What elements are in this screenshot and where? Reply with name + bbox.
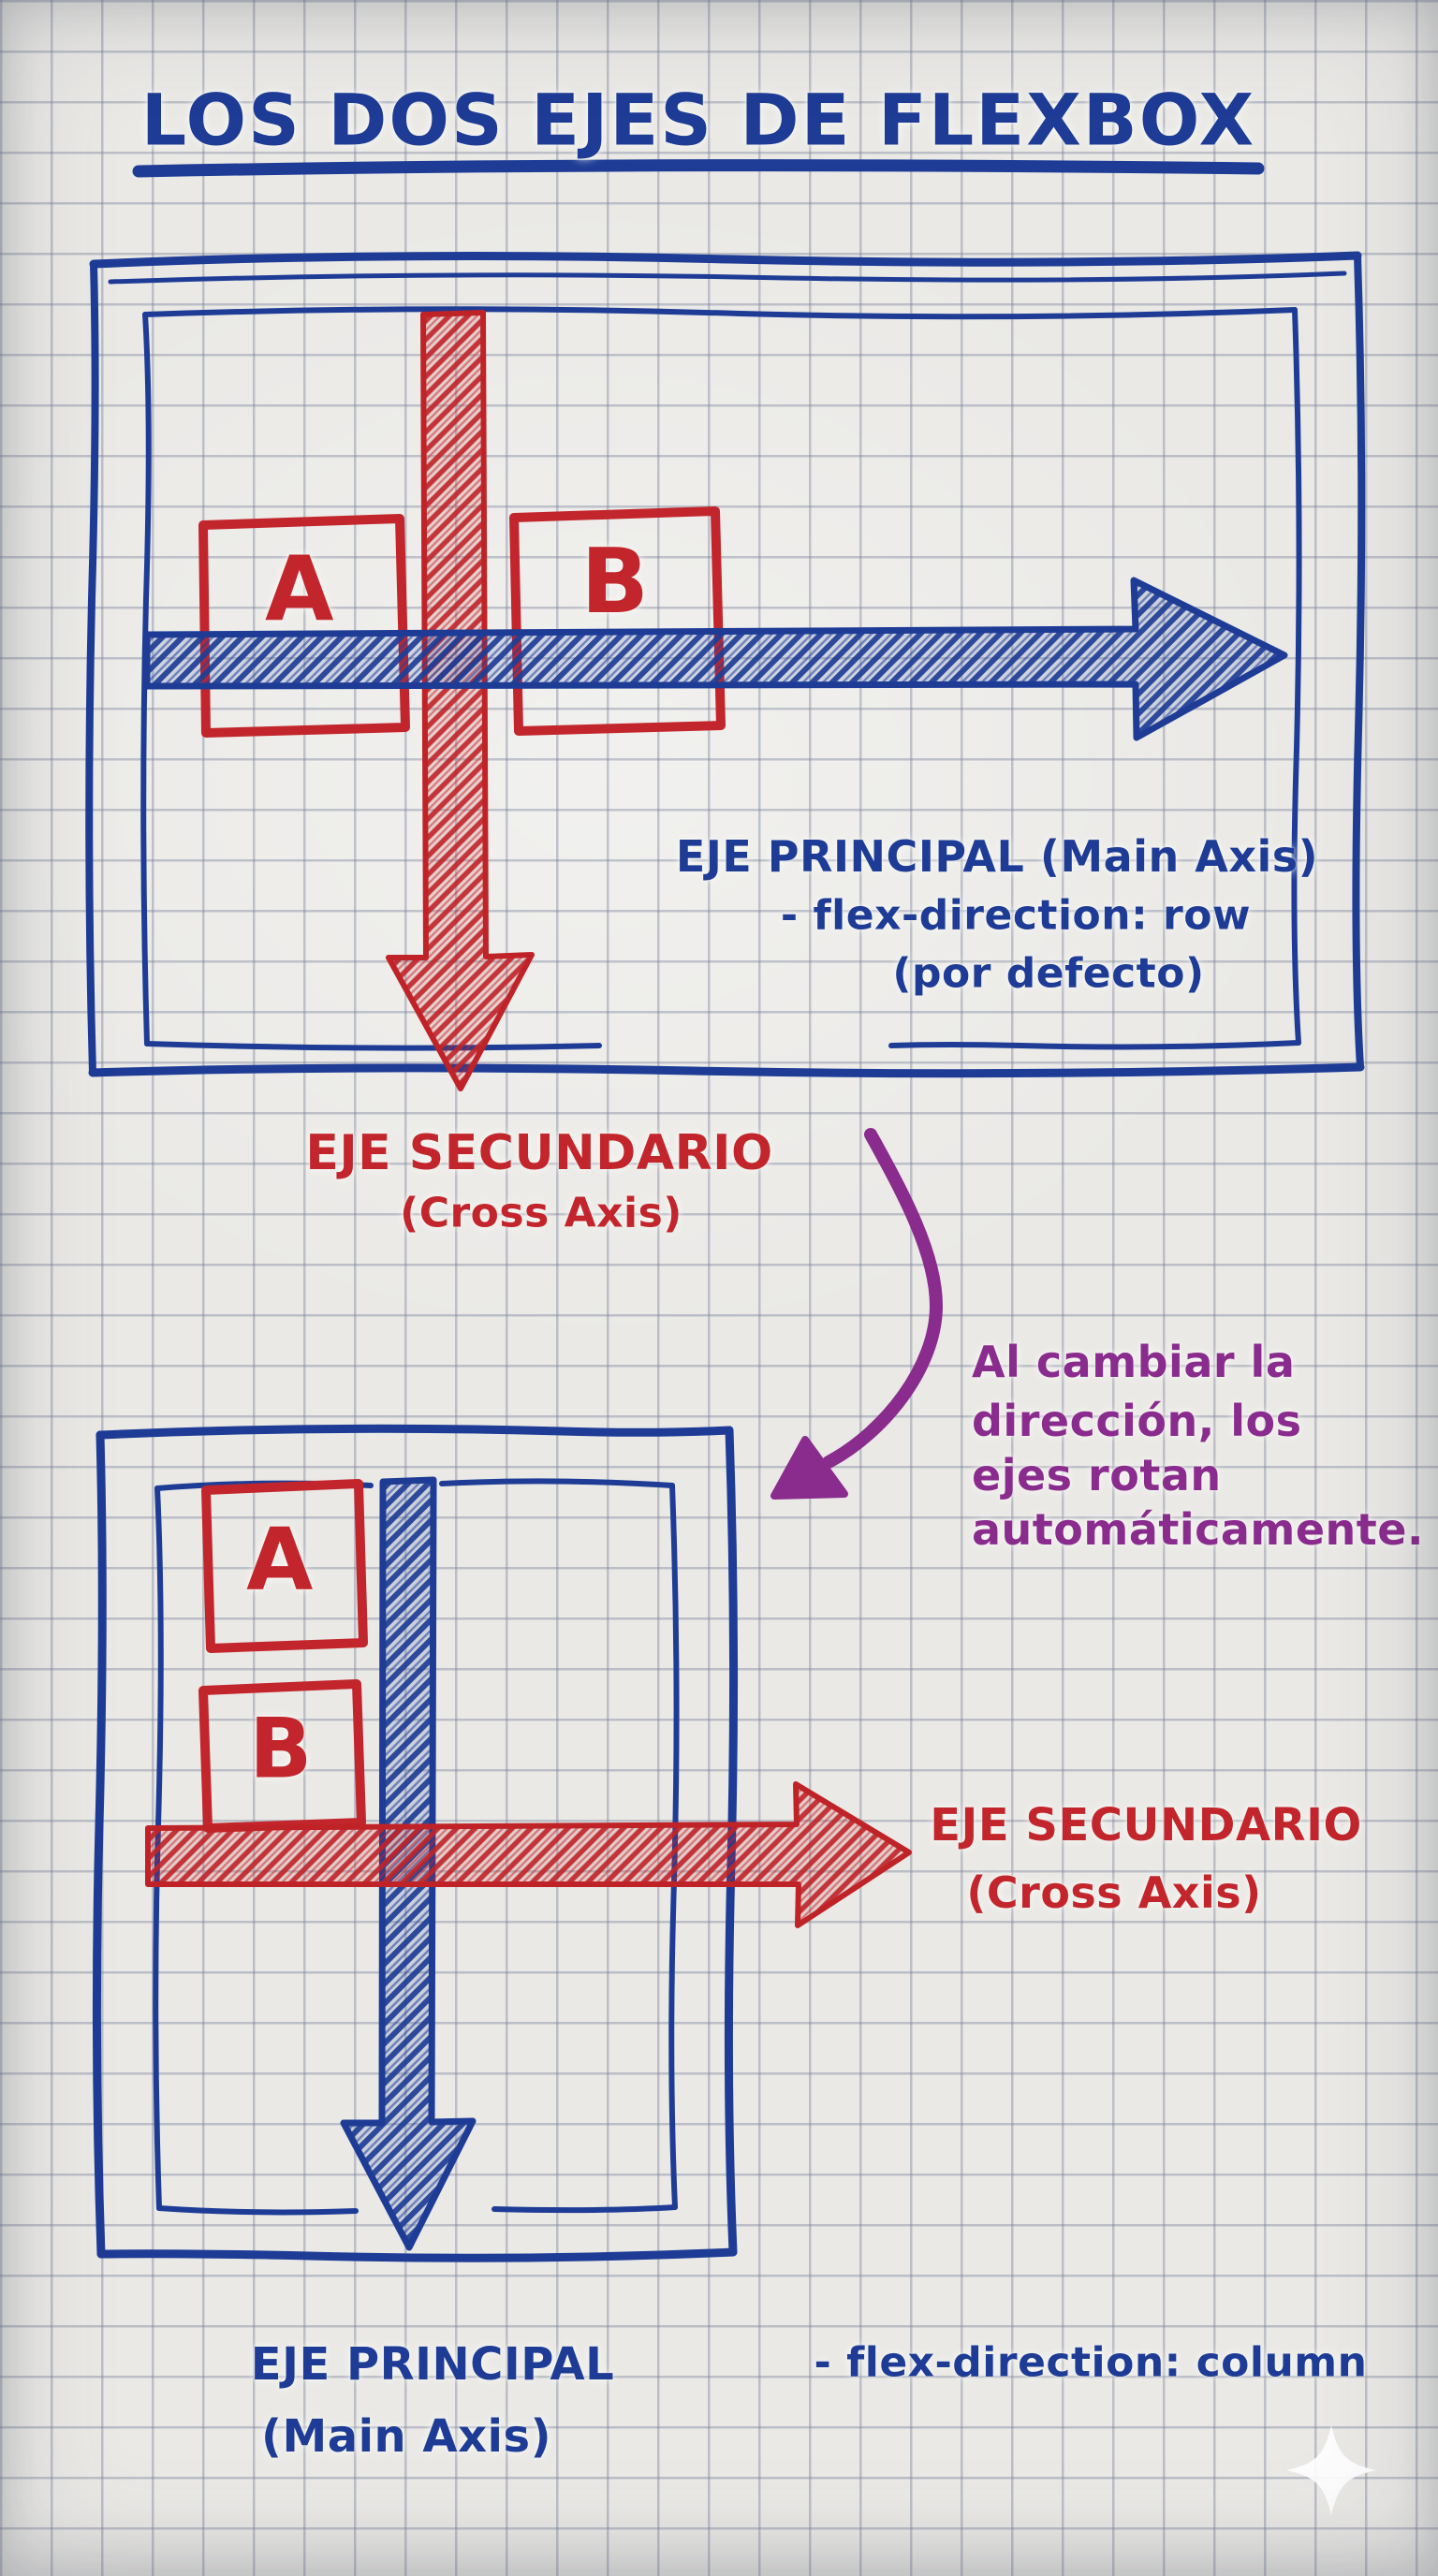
rotation-note-line-1: Al cambiar la xyxy=(972,1337,1296,1387)
column-item-b-label: B xyxy=(249,1700,313,1797)
column-cross-axis-sub: (Cross Axis) xyxy=(966,1867,1262,1918)
column-item-a-box xyxy=(201,1479,368,1653)
row-diagram-sketch xyxy=(85,251,1366,1091)
column-property-label: - flex-direction: column xyxy=(814,2338,1368,2387)
row-main-axis-default: (por defecto) xyxy=(892,949,1205,998)
row-cross-axis-sub: (Cross Axis) xyxy=(400,1189,682,1237)
rotation-note-line-3: ejes rotan xyxy=(972,1450,1222,1500)
rotation-note-line-4: automáticamente. xyxy=(972,1504,1424,1555)
row-outer-border xyxy=(85,251,1366,1078)
row-cross-axis-arrow xyxy=(386,310,535,1091)
column-main-axis-label: EJE PRINCIPAL xyxy=(250,2338,615,2391)
column-item-b-box xyxy=(198,1679,366,1833)
column-main-axis-sub: (Main Axis) xyxy=(261,2410,551,2463)
column-cross-axis-arrow xyxy=(145,1781,912,1928)
row-main-axis-label: EJE PRINCIPAL (Main Axis) xyxy=(675,831,1319,882)
title-underline xyxy=(132,159,1265,178)
row-cross-axis-label: EJE SECUNDARIO xyxy=(305,1125,773,1181)
row-item-a-label: A xyxy=(264,538,335,641)
row-main-axis-property: - flex-direction: row xyxy=(780,891,1252,940)
row-inner-border xyxy=(140,306,1302,1051)
page-title: LOS DOS EJES DE FLEXBOX xyxy=(140,78,1256,162)
column-item-a-label: A xyxy=(246,1509,314,1610)
rotation-arrow xyxy=(770,1128,944,1500)
row-main-axis-arrow xyxy=(143,577,1288,741)
column-diagram-sketch xyxy=(92,1424,912,2262)
sparkle-icon xyxy=(1286,2425,1376,2515)
column-cross-axis-label: EJE SECUNDARIO xyxy=(930,1799,1362,1852)
row-item-b-label: B xyxy=(580,531,650,634)
rotation-note-line-2: dirección, los xyxy=(972,1396,1302,1446)
